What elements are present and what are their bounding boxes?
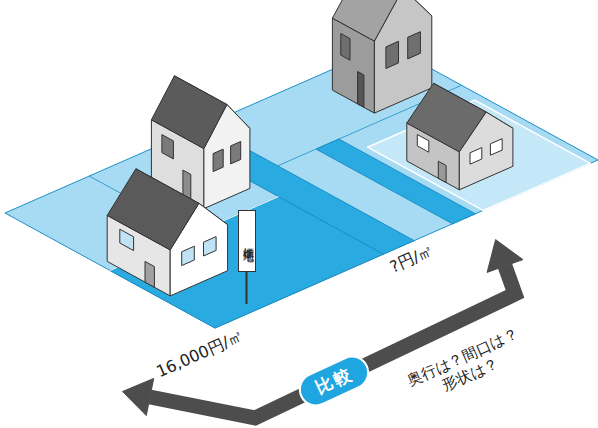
house-roof (407, 83, 486, 152)
price-label: 16,000円/㎡ (153, 326, 246, 382)
sign-pole (246, 270, 248, 304)
sign-board: 標準宅地 (238, 210, 256, 272)
arrow-shaft (150, 266, 515, 418)
house-window (182, 246, 195, 265)
house-window (417, 135, 429, 153)
oval-shape (295, 351, 374, 410)
houses (107, 0, 513, 296)
question-note: 奥行は？間口は？ 形状は？ (395, 320, 538, 411)
comparison-arrow (123, 240, 523, 418)
arrow-head (123, 378, 154, 415)
house-door (438, 161, 446, 182)
house-window (490, 139, 502, 156)
house-window (470, 148, 482, 165)
arrow-head (487, 240, 523, 273)
house-window (408, 32, 421, 59)
house-window (386, 41, 399, 68)
house-window (120, 229, 134, 250)
price-label: ?円/㎡ (387, 241, 437, 278)
house-door (145, 261, 154, 287)
house-window (341, 34, 350, 61)
compare-oval: 比較 (293, 350, 374, 412)
house-window (204, 237, 217, 256)
house-window (231, 142, 241, 164)
house-roof (107, 169, 199, 250)
house-window (162, 135, 174, 159)
house-window (213, 149, 223, 172)
sign-text: 標準宅地 (240, 239, 255, 243)
house-door (358, 72, 364, 108)
